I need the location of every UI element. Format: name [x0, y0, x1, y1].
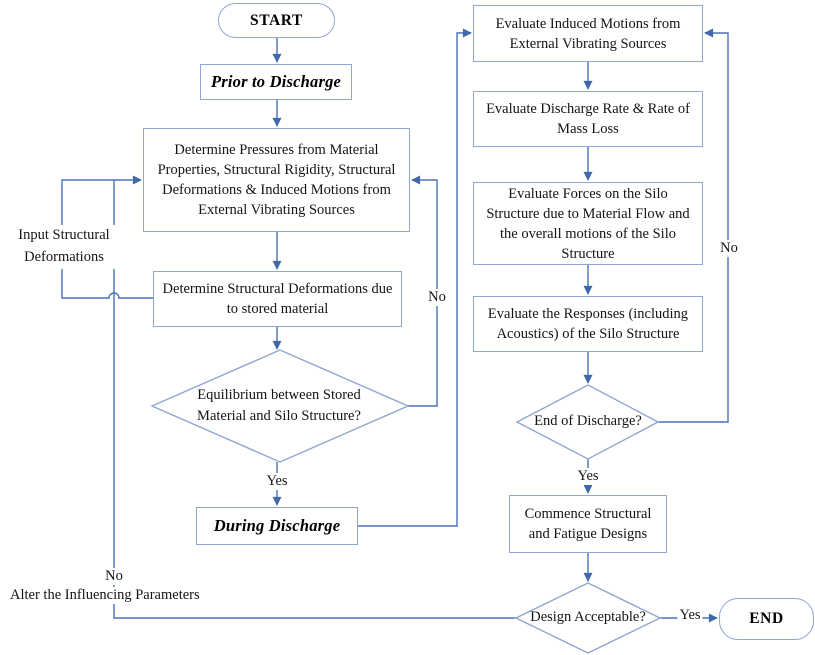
edge-enddisc-no-loop: [658, 28, 729, 423]
equilibrium-diamond-label: Equilibrium between Stored Material and …: [197, 386, 361, 424]
end-discharge-diamond-label: End of Discharge?: [534, 413, 642, 430]
equilibrium-no-label: No: [426, 289, 448, 306]
evaluate-forces-node: Evaluate Forces on the Silo Structure du…: [473, 182, 703, 265]
edge-design-no-return: [113, 180, 516, 619]
equilibrium-diamond: [150, 349, 410, 463]
edge-during-to-motions: [358, 28, 472, 527]
commence-designs-node: Commence Structural and Fatigue Designs: [509, 495, 667, 553]
during-discharge-node: During Discharge: [196, 507, 358, 545]
design-diamond: [514, 582, 662, 654]
evaluate-discharge-rate-node: Evaluate Discharge Rate & Rate of Mass L…: [473, 91, 703, 147]
determine-deformations-node: Determine Structural Deformations due to…: [153, 271, 402, 327]
alter-parameters-label: Alter the Influencing Parameters: [8, 587, 202, 604]
edge-input-deformations-loop: [61, 175, 153, 299]
design-acceptable-diamond-label: Design Acceptable?: [530, 609, 646, 626]
start-node: START: [218, 3, 335, 38]
evaluate-responses-node: Evaluate the Responses (including Acoust…: [473, 296, 703, 352]
prior-to-discharge-node: Prior to Discharge: [200, 64, 352, 100]
input-deformations-label: Input Structural Deformations: [6, 225, 122, 269]
end-discharge-no-label: No: [718, 240, 740, 257]
end-node: END: [719, 598, 814, 640]
end-discharge-yes-label: Yes: [575, 468, 601, 485]
determine-pressures-node: Determine Pressures from Material Proper…: [143, 128, 410, 232]
design-yes-label: Yes: [677, 607, 703, 624]
equilibrium-yes-label: Yes: [264, 473, 290, 490]
evaluate-induced-motions-node: Evaluate Induced Motions from External V…: [473, 5, 703, 62]
end-discharge-diamond: [515, 384, 660, 460]
design-no-label: No: [103, 568, 125, 585]
